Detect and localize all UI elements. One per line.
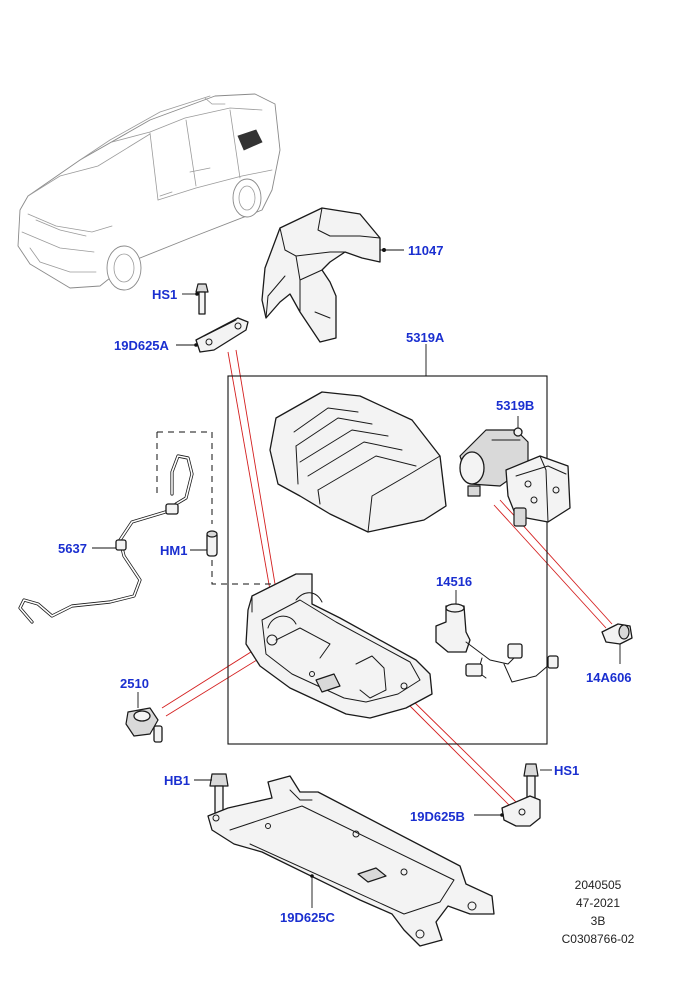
callout-hs1-top: HS1 (152, 287, 177, 302)
part-14516-sensor (435, 590, 559, 683)
part-11047-cover (261, 207, 404, 343)
assembly-box-5319a (227, 344, 548, 745)
callout-19d625c: 19D625C (280, 910, 336, 925)
part-compressor-cover (269, 391, 447, 533)
callout-11047: 11047 (408, 243, 443, 258)
part-5637-pipe (18, 454, 194, 624)
dashed-routing-lines (156, 431, 272, 585)
callout-hb1: HB1 (164, 773, 190, 788)
callout-14516: 14516 (436, 574, 472, 589)
part-5319b-compressor (459, 416, 571, 527)
part-reservoir-tray (245, 573, 433, 719)
callout-5637: 5637 (58, 541, 87, 556)
callout-5319a: 5319A (406, 330, 445, 345)
part-hm1-fitting (190, 530, 218, 557)
callout-5319b: 5319B (496, 398, 534, 413)
reference-block: 2040505 47-2021 3B C0308766-02 (562, 878, 635, 946)
part-14a606-fitting (601, 623, 633, 664)
part-19d625a-bracket (176, 317, 249, 353)
reference-line-2: 47-2021 (576, 896, 620, 910)
callout-19d625a: 19D625A (114, 338, 170, 353)
callout-hm1: HM1 (160, 543, 187, 558)
part-hb1-bolt (194, 773, 229, 817)
callout-2510: 2510 (120, 676, 149, 691)
reference-line-4: C0308766-02 (562, 932, 635, 946)
callout-hs1-bottom: HS1 (554, 763, 579, 778)
reference-line-3: 3B (591, 914, 606, 928)
callout-14a606: 14A606 (586, 670, 632, 685)
part-19d625c-plate (207, 775, 495, 947)
part-2510-valve (125, 692, 163, 743)
part-hs1-bolt-top (182, 283, 209, 315)
reference-line-1: 2040505 (575, 878, 622, 892)
callout-19d625b: 19D625B (410, 809, 465, 824)
part-19d625b-bracket (474, 795, 541, 827)
vehicle-locator (17, 93, 281, 291)
